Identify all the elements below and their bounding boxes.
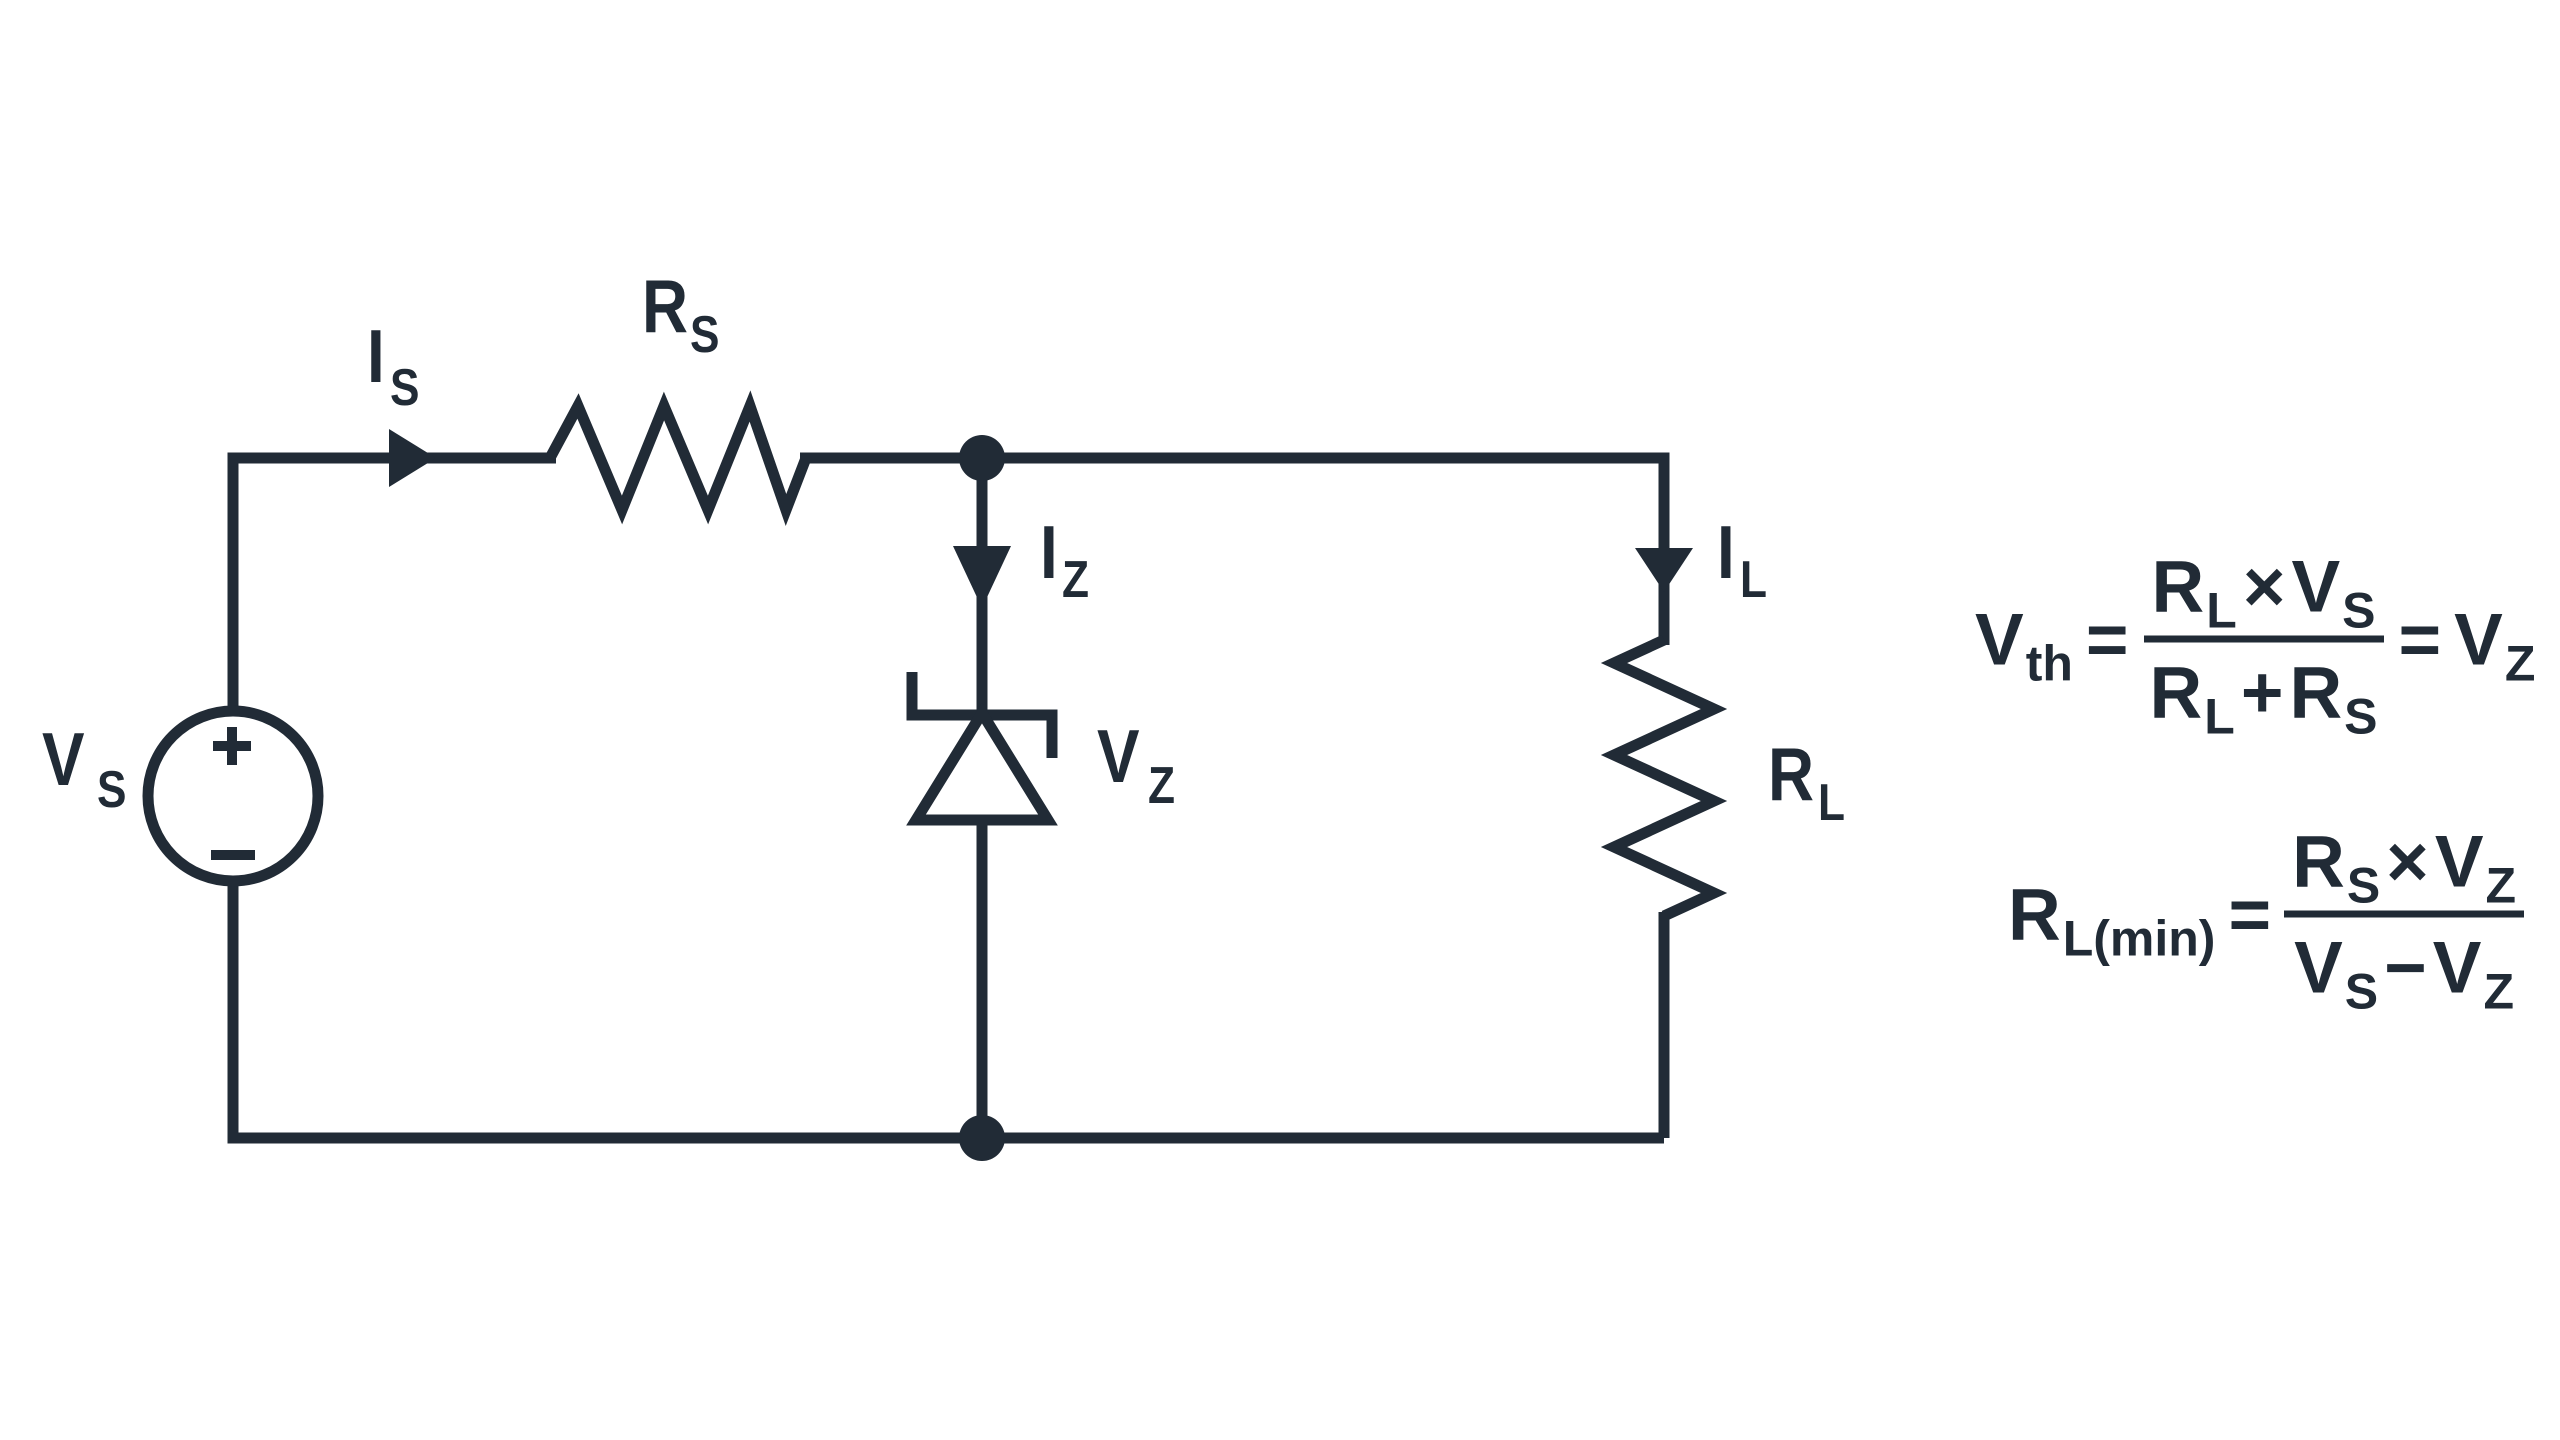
formula-min-load-fraction: RS×VZ VS−VZ: [2284, 826, 2525, 1017]
formula-min-load-lhs: RL(min): [2008, 879, 2215, 964]
formula-thevenin-equals-2: =: [2398, 599, 2442, 681]
num-v-sub: S: [2342, 582, 2376, 639]
wire-left-top: [227, 452, 556, 713]
plus-operator: +: [2240, 652, 2284, 734]
formula-thevenin-denominator: RL+RS: [2142, 643, 2386, 742]
formula-thevenin-rhs-sub: Z: [2504, 635, 2536, 692]
series-resistor-label-sub: S: [690, 306, 719, 364]
series-resistor-zigzag: [545, 390, 812, 527]
den-v1: V: [2294, 927, 2343, 1009]
formula-min-load-numerator: RS×VZ: [2284, 826, 2525, 918]
series-resistor-label: R: [642, 264, 688, 348]
formula-thevenin-rhs: VZ: [2454, 604, 2535, 689]
source-voltage-label: V: [42, 717, 85, 801]
formula-thevenin-fraction: RL×VS RL+RS: [2142, 551, 2386, 742]
num-r: R: [2151, 546, 2205, 628]
plus-terminal-icon: [213, 727, 251, 765]
formula-thevenin-numerator: RL×VS: [2143, 551, 2384, 643]
formula-thevenin: Vth = RL×VS RL+RS = VZ: [1975, 551, 2535, 742]
formula-min-load-equals: =: [2228, 874, 2272, 956]
formula-thevenin-lhs: Vth: [1975, 604, 2073, 689]
formula-thevenin-lhs-sub: th: [2025, 635, 2073, 692]
formula-thevenin-lhs-base: V: [1975, 599, 2024, 681]
formula-min-load: RL(min) = RS×VZ VS−VZ: [2008, 826, 2525, 1017]
source-current-arrow-icon: [389, 429, 436, 487]
wire-top-right: [800, 452, 1670, 645]
load-current-label-sub: L: [1740, 551, 1767, 609]
den-r1-sub: L: [2204, 688, 2235, 745]
zener-voltage-label-sub: Z: [1148, 757, 1175, 815]
zener-current-label-sub: Z: [1062, 551, 1089, 609]
junction-dot-top: [959, 435, 1005, 481]
formula-min-load-lhs-sub: L(min): [2062, 910, 2216, 967]
voltage-source-circle: [142, 705, 324, 887]
den-v2-sub: Z: [2483, 963, 2515, 1020]
formula-min-load-lhs-base: R: [2008, 874, 2061, 956]
load-resistor-label: R: [1768, 732, 1814, 816]
wire-bottom-rail: [227, 880, 1664, 1144]
num-v: V: [2434, 821, 2484, 903]
load-resistor-zigzag: [1600, 635, 1728, 921]
den-r2: R: [2289, 652, 2343, 734]
den-r1: R: [2149, 652, 2203, 734]
num-r-sub: L: [2206, 582, 2237, 639]
times-operator: ×: [2242, 546, 2286, 628]
formula-thevenin-rhs-base: V: [2454, 599, 2503, 681]
zener-voltage-label: V: [1097, 714, 1140, 798]
den-v1-sub: S: [2344, 963, 2379, 1020]
zener-current-arrow-icon: [953, 546, 1011, 608]
times-operator: ×: [2386, 821, 2429, 903]
num-r: R: [2292, 821, 2345, 903]
num-v-sub: Z: [2485, 857, 2517, 914]
num-r-sub: S: [2346, 857, 2381, 914]
source-current-label-sub: S: [390, 359, 419, 417]
source-current-label: I: [367, 314, 385, 398]
load-resistor-label-sub: L: [1818, 774, 1845, 832]
junction-dot-bottom: [959, 1115, 1005, 1161]
num-v: V: [2291, 546, 2341, 628]
zener-triangle: [906, 702, 1058, 826]
formula-thevenin-equals-1: =: [2085, 599, 2129, 681]
zener-current-label: I: [1040, 510, 1058, 594]
source-voltage-label-sub: S: [97, 761, 126, 819]
minus-operator: −: [2384, 927, 2427, 1009]
den-v2: V: [2432, 927, 2482, 1009]
den-r2-sub: S: [2344, 688, 2378, 745]
load-current-arrow-icon: [1635, 548, 1693, 592]
formula-min-load-denominator: VS−VZ: [2286, 918, 2522, 1017]
load-current-label: I: [1717, 510, 1735, 594]
